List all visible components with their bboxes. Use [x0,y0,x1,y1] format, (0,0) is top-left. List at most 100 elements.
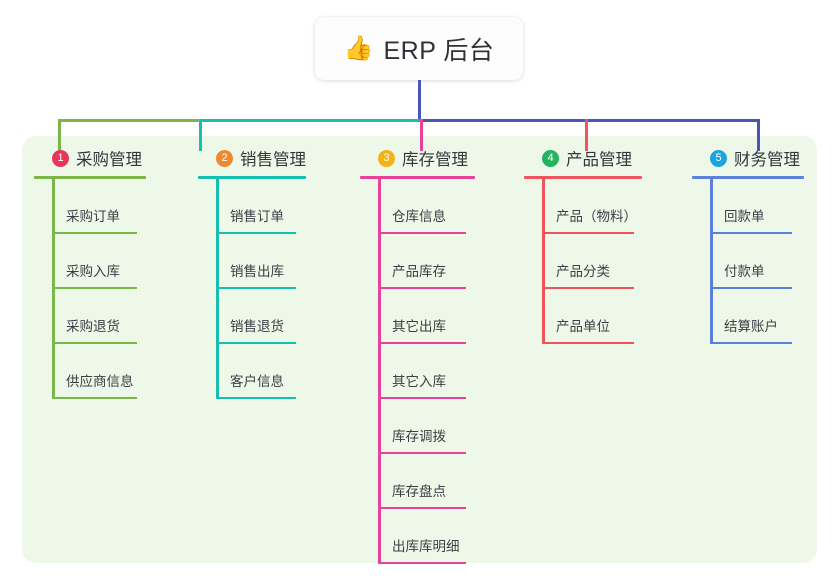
column-title-5: 财务管理 [734,151,800,169]
menu-item-rule [216,287,296,289]
menu-item[interactable]: 产品（物料） [524,179,642,234]
column-title-2: 销售管理 [240,151,306,169]
column-2: 2 销售管理销售订单销售出库销售退货客户信息 [198,145,306,399]
menu-item-label: 其它出库 [392,319,446,334]
menu-item[interactable]: 销售订单 [198,179,306,234]
menu-item-rule [378,397,466,399]
menu-item[interactable]: 其它入库 [360,344,475,399]
column-badge-5: 5 [710,149,727,167]
column-spine-2 [216,179,219,399]
thumbs-up-icon: 👍 [343,34,374,62]
column-badge-4: 4 [542,149,559,167]
column-4: 4 产品管理产品（物料） 产品分类产品单位 [524,145,642,344]
root-node-erp[interactable]: 👍 ERP 后台 [315,17,523,80]
trunk-connector [418,80,421,122]
menu-item-rule [378,232,466,234]
menu-item-rule [52,287,137,289]
menu-item-rule [378,562,466,564]
column-spine-5 [710,179,713,344]
menu-item[interactable]: 销售退货 [198,289,306,344]
menu-item-label: 库存调拨 [392,429,446,444]
drop-product [585,119,588,151]
menu-item-rule [52,397,137,399]
menu-item-rule [52,342,137,344]
menu-item[interactable]: 其它出库 [360,289,475,344]
column-badge-2: 2 [216,149,233,167]
column-badge-1: 1 [52,149,69,167]
column-body-1: 采购订单采购入库采购退货供应商信息 [34,179,146,399]
column-body-5: 回款单付款单结算账户 [692,179,804,344]
column-rule-1 [34,176,146,179]
menu-item[interactable]: 采购退货 [34,289,146,344]
column-body-2: 销售订单销售出库销售退货客户信息 [198,179,306,399]
menu-item-rule [378,342,466,344]
menu-item[interactable]: 回款单 [692,179,804,234]
menu-item[interactable]: 产品单位 [524,289,642,344]
menu-item-label: 库存盘点 [392,484,446,499]
menu-item-label: 结算账户 [724,319,778,334]
menu-item-label: 销售出库 [230,264,284,279]
menu-item[interactable]: 仓库信息 [360,179,475,234]
menu-item-rule [216,232,296,234]
menu-item-label: 产品（物料） [556,209,637,224]
drop-finance [757,119,760,151]
menu-item-label: 采购入库 [66,264,120,279]
drop-sales [199,119,202,151]
menu-item[interactable]: 库存调拨 [360,399,475,454]
column-body-4: 产品（物料） 产品分类产品单位 [524,179,642,344]
menu-item-rule [542,342,634,344]
menu-item-label: 回款单 [724,209,765,224]
menu-item-rule [542,287,634,289]
column-body-3: 仓库信息产品库存其它出库其它入库库存调拨库存盘点出库库明细 [360,179,475,564]
menu-item-label: 产品分类 [556,264,610,279]
drop-purchase [58,119,61,151]
menu-item-rule [52,232,137,234]
menu-item[interactable]: 付款单 [692,234,804,289]
menu-item-rule [378,287,466,289]
menu-item-rule [378,507,466,509]
column-spine-3 [378,179,381,564]
menu-item-label: 付款单 [724,264,765,279]
column-title-3: 库存管理 [402,151,468,169]
menu-item[interactable]: 采购入库 [34,234,146,289]
menu-item[interactable]: 采购订单 [34,179,146,234]
menu-item-label: 仓库信息 [392,209,446,224]
menu-item[interactable]: 结算账户 [692,289,804,344]
menu-item[interactable]: 产品分类 [524,234,642,289]
column-rule-4 [524,176,642,179]
column-rule-5 [692,176,804,179]
menu-item[interactable]: 供应商信息 [34,344,146,399]
bus-segment-teal [199,119,420,122]
menu-item-label: 采购退货 [66,319,120,334]
menu-item[interactable]: 销售出库 [198,234,306,289]
drop-inventory [420,119,423,151]
menu-item-label: 供应商信息 [66,374,134,389]
menu-item[interactable]: 客户信息 [198,344,306,399]
menu-item-rule [710,287,792,289]
menu-item-rule [216,397,296,399]
column-title-4: 产品管理 [566,151,632,169]
menu-item[interactable]: 产品库存 [360,234,475,289]
menu-item-rule [378,452,466,454]
column-spine-4 [542,179,545,344]
menu-item-rule [710,342,792,344]
menu-item-label: 产品库存 [392,264,446,279]
menu-item[interactable]: 库存盘点 [360,454,475,509]
column-header-5[interactable]: 5 财务管理 [692,145,804,171]
menu-item-label: 出库库明细 [392,539,460,554]
column-header-2[interactable]: 2 销售管理 [198,145,306,171]
menu-item-rule [542,232,634,234]
menu-item-label: 销售订单 [230,209,284,224]
menu-item-label: 其它入库 [392,374,446,389]
menu-item-label: 采购订单 [66,209,120,224]
column-header-4[interactable]: 4 产品管理 [524,145,642,171]
menu-item[interactable]: 出库库明细 [360,509,475,564]
menu-item-rule [216,342,296,344]
content-panel [22,136,817,563]
menu-item-rule [710,232,792,234]
bus-segment-green [58,119,199,122]
